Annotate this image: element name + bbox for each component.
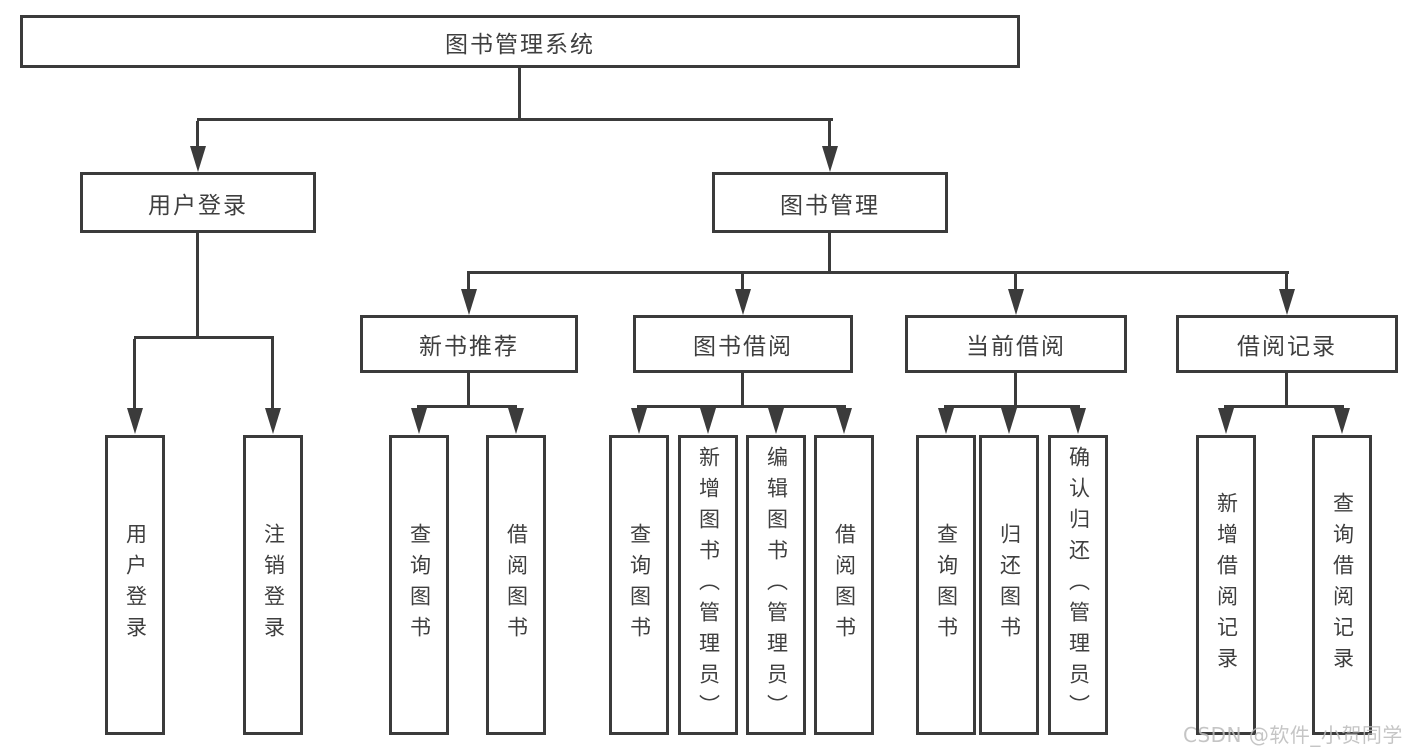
arrowhead-down-icon <box>265 408 281 434</box>
leaf-confirm-return-admin: 确认归还（管理员） <box>1048 435 1108 735</box>
connector-line <box>196 121 199 150</box>
connector-line <box>134 336 274 339</box>
arrowhead-down-icon <box>700 408 716 434</box>
connector-line <box>518 68 521 120</box>
node-borrow-record: 借阅记录 <box>1176 315 1398 373</box>
connector-line <box>417 405 517 408</box>
arrowhead-down-icon <box>1070 408 1086 434</box>
arrowhead-down-icon <box>938 408 954 434</box>
connector-line <box>1285 274 1288 291</box>
connector-line <box>1224 405 1344 408</box>
node-current-borrow: 当前借阅 <box>905 315 1127 373</box>
leaf-query-books-recommend: 查询图书 <box>389 435 449 735</box>
leaf-label: 查询图书 <box>407 523 432 647</box>
arrowhead-down-icon <box>508 408 524 434</box>
watermark: CSDN @软件_小贺同学 <box>1183 723 1403 747</box>
node-user-login: 用户登录 <box>80 172 316 233</box>
arrowhead-down-icon <box>411 408 427 434</box>
node-root: 图书管理系统 <box>20 15 1020 68</box>
arrowhead-down-icon <box>1008 289 1024 315</box>
connector-line <box>133 339 136 409</box>
leaf-label: 借阅图书 <box>832 523 857 647</box>
leaf-label: 确认归还（管理员） <box>1066 445 1091 725</box>
connector-line <box>741 274 744 291</box>
leaf-query-books-borrow: 查询图书 <box>609 435 669 735</box>
arrowhead-down-icon <box>190 146 206 172</box>
connector-line <box>271 339 274 409</box>
connector-line <box>467 274 470 291</box>
leaf-label: 查询图书 <box>934 523 959 647</box>
leaf-label: 注销登录 <box>261 523 286 647</box>
connector-line <box>1285 373 1288 405</box>
leaf-label: 新增借阅记录 <box>1214 492 1239 678</box>
arrowhead-down-icon <box>1334 408 1350 434</box>
arrowhead-down-icon <box>1001 408 1017 434</box>
arrowhead-down-icon <box>1218 408 1234 434</box>
arrowhead-down-icon <box>1279 289 1295 315</box>
leaf-logout: 注销登录 <box>243 435 303 735</box>
connector-line <box>197 118 833 121</box>
arrowhead-down-icon <box>822 146 838 172</box>
arrowhead-down-icon <box>735 289 751 315</box>
leaf-return-books: 归还图书 <box>979 435 1039 735</box>
connector-line <box>741 373 744 405</box>
leaf-add-borrow-record: 新增借阅记录 <box>1196 435 1256 735</box>
connector-line <box>1014 373 1017 405</box>
connector-line <box>828 121 831 150</box>
node-book-management: 图书管理 <box>712 172 948 233</box>
connector-line <box>944 405 1080 408</box>
connector-line <box>467 271 1289 274</box>
leaf-label: 归还图书 <box>997 523 1022 647</box>
arrowhead-down-icon <box>836 408 852 434</box>
arrowhead-down-icon <box>127 408 143 434</box>
leaf-label: 编辑图书（管理员） <box>764 445 789 725</box>
leaf-query-borrow-record: 查询借阅记录 <box>1312 435 1372 735</box>
connector-line <box>1014 274 1017 291</box>
connector-line <box>637 405 846 408</box>
leaf-borrow-books: 借阅图书 <box>814 435 874 735</box>
leaf-edit-books-admin: 编辑图书（管理员） <box>746 435 806 735</box>
arrowhead-down-icon <box>631 408 647 434</box>
leaf-borrow-books-recommend: 借阅图书 <box>486 435 546 735</box>
leaf-label: 查询图书 <box>627 523 652 647</box>
node-new-book-recommend: 新书推荐 <box>360 315 578 373</box>
arrowhead-down-icon <box>461 289 477 315</box>
leaf-user-login: 用户登录 <box>105 435 165 735</box>
leaf-add-books-admin: 新增图书（管理员） <box>678 435 738 735</box>
connector-line <box>196 233 199 336</box>
arrowhead-down-icon <box>768 408 784 434</box>
connector-line <box>467 373 470 405</box>
leaf-label: 借阅图书 <box>504 523 529 647</box>
node-book-borrow: 图书借阅 <box>633 315 853 373</box>
connector-line <box>828 233 831 271</box>
leaf-query-books-current: 查询图书 <box>916 435 976 735</box>
leaf-label: 用户登录 <box>123 523 148 647</box>
leaf-label: 新增图书（管理员） <box>696 445 721 725</box>
leaf-label: 查询借阅记录 <box>1330 492 1355 678</box>
